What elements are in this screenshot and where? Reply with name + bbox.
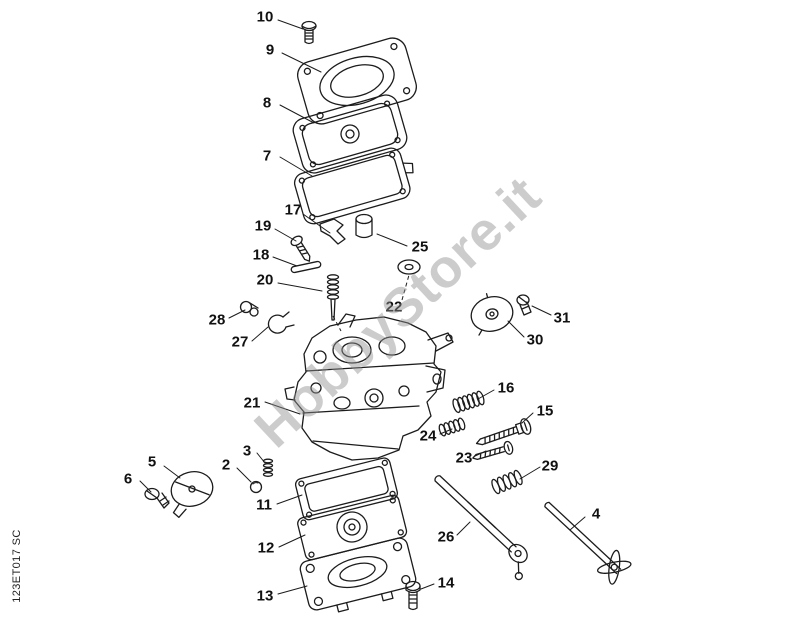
part-diaphragm-cover-9 [297, 37, 417, 125]
part-spring-29 [491, 469, 523, 495]
part-screw-6 [144, 487, 170, 509]
part-label-30: 30 [526, 331, 544, 349]
drawing-code: 123ET017 SC [11, 529, 23, 603]
part-label-17: 17 [284, 201, 302, 219]
part-carburetor-body-21 [284, 313, 454, 461]
part-label-22: 22 [385, 298, 403, 316]
part-label-7: 7 [262, 147, 272, 165]
part-pump-diaphragm-12 [297, 494, 408, 561]
leader-lines [139, 19, 586, 595]
part-screw-10 [301, 20, 317, 45]
part-lever-17 [319, 218, 346, 245]
part-plug-25 [355, 213, 373, 239]
part-label-14: 14 [437, 574, 455, 592]
part-label-19: 19 [254, 217, 272, 235]
part-valve-disc-22 [397, 259, 421, 275]
part-label-28: 28 [208, 311, 226, 329]
part-screw-14 [405, 580, 421, 611]
part-label-13: 13 [256, 587, 274, 605]
part-disc-5 [170, 471, 214, 519]
part-label-18: 18 [252, 246, 270, 264]
part-clip-27 [267, 311, 295, 334]
part-label-9: 9 [265, 41, 275, 59]
part-label-3: 3 [242, 442, 252, 460]
part-needle-spring-20 [326, 274, 340, 321]
part-label-21: 21 [243, 394, 261, 412]
part-label-26: 26 [437, 528, 455, 546]
part-metering-diaphragm-8 [292, 94, 408, 174]
part-label-29: 29 [541, 457, 559, 475]
part-spring-24 [438, 417, 466, 437]
part-label-27: 27 [231, 333, 249, 351]
part-screw-19 [290, 235, 311, 262]
part-label-20: 20 [256, 271, 274, 289]
part-label-25: 25 [411, 238, 429, 256]
part-label-24: 24 [419, 427, 437, 445]
part-label-12: 12 [257, 539, 275, 557]
part-label-31: 31 [553, 309, 571, 327]
part-label-8: 8 [262, 94, 272, 112]
part-label-11: 11 [256, 496, 272, 514]
part-adjust-screw-23 [472, 440, 514, 461]
part-gasket-11 [294, 457, 399, 521]
part-throttle-shaft-26 [434, 475, 528, 581]
part-screw-31 [516, 294, 532, 316]
part-pin-18 [290, 260, 322, 274]
part-label-2: 2 [221, 456, 231, 474]
part-label-4: 4 [591, 505, 601, 523]
part-spring-16 [452, 390, 485, 414]
part-label-5: 5 [147, 453, 157, 471]
part-pump-cover-13 [299, 537, 417, 613]
part-gasket-7 [293, 147, 414, 225]
part-ball-2 [249, 480, 263, 494]
part-choke-shaft-4 [544, 501, 632, 585]
part-label-6: 6 [123, 470, 133, 488]
part-spring-3 [262, 458, 274, 477]
part-disc-30 [470, 293, 514, 336]
part-label-23: 23 [455, 449, 473, 467]
part-grommet-28 [239, 300, 259, 317]
part-label-10: 10 [256, 8, 274, 26]
part-label-15: 15 [536, 402, 554, 420]
part-adjust-screw-15 [475, 418, 532, 446]
part-label-16: 16 [497, 379, 515, 397]
